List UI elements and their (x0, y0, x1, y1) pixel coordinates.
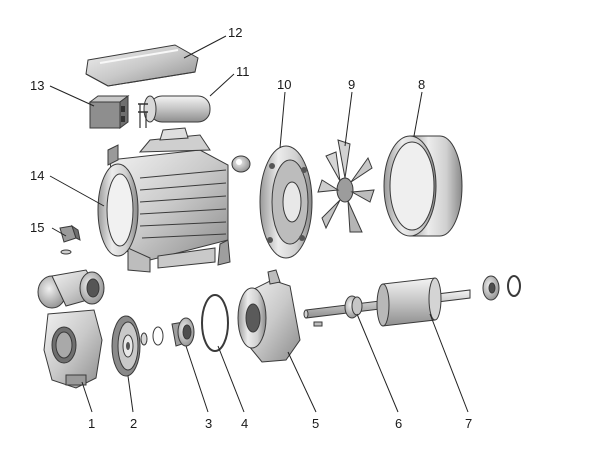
part-mechanical-seal (171, 317, 195, 347)
label-part-10: 10 (277, 77, 291, 92)
label-part-11: 11 (236, 64, 250, 79)
part-shaft-bearing (344, 295, 363, 319)
label-part-14: 14 (30, 168, 44, 183)
label-part-1: 1 (88, 416, 95, 431)
label-part-3: 3 (205, 416, 212, 431)
part-fan-cover (383, 135, 463, 237)
part-cable-gland (59, 224, 81, 255)
part-key (313, 321, 323, 327)
label-part-6: 6 (395, 416, 402, 431)
part-circlip (507, 275, 521, 297)
part-bracket (237, 269, 301, 363)
part-o-ring (201, 294, 229, 352)
part-capacitor (138, 95, 211, 128)
part-fan (317, 139, 375, 233)
label-part-13: 13 (30, 78, 44, 93)
label-part-7: 7 (465, 416, 472, 431)
label-part-15: 15 (30, 220, 44, 235)
part-rotor (376, 277, 442, 327)
label-part-8: 8 (418, 77, 425, 92)
leader-lines (49, 35, 469, 413)
part-small-plug (231, 155, 251, 173)
label-part-2: 2 (130, 416, 137, 431)
part-pump-body (37, 269, 105, 389)
label-part-9: 9 (348, 77, 355, 92)
part-switch-box (88, 95, 130, 129)
label-part-12: 12 (228, 25, 242, 40)
part-terminal-box-cover (85, 44, 199, 87)
part-washers (140, 326, 164, 346)
part-impeller (111, 315, 141, 377)
part-motor-housing (97, 127, 231, 273)
label-part-4: 4 (241, 416, 248, 431)
part-end-shield (259, 145, 313, 259)
part-rear-bearing (482, 275, 500, 301)
label-part-5: 5 (312, 416, 319, 431)
